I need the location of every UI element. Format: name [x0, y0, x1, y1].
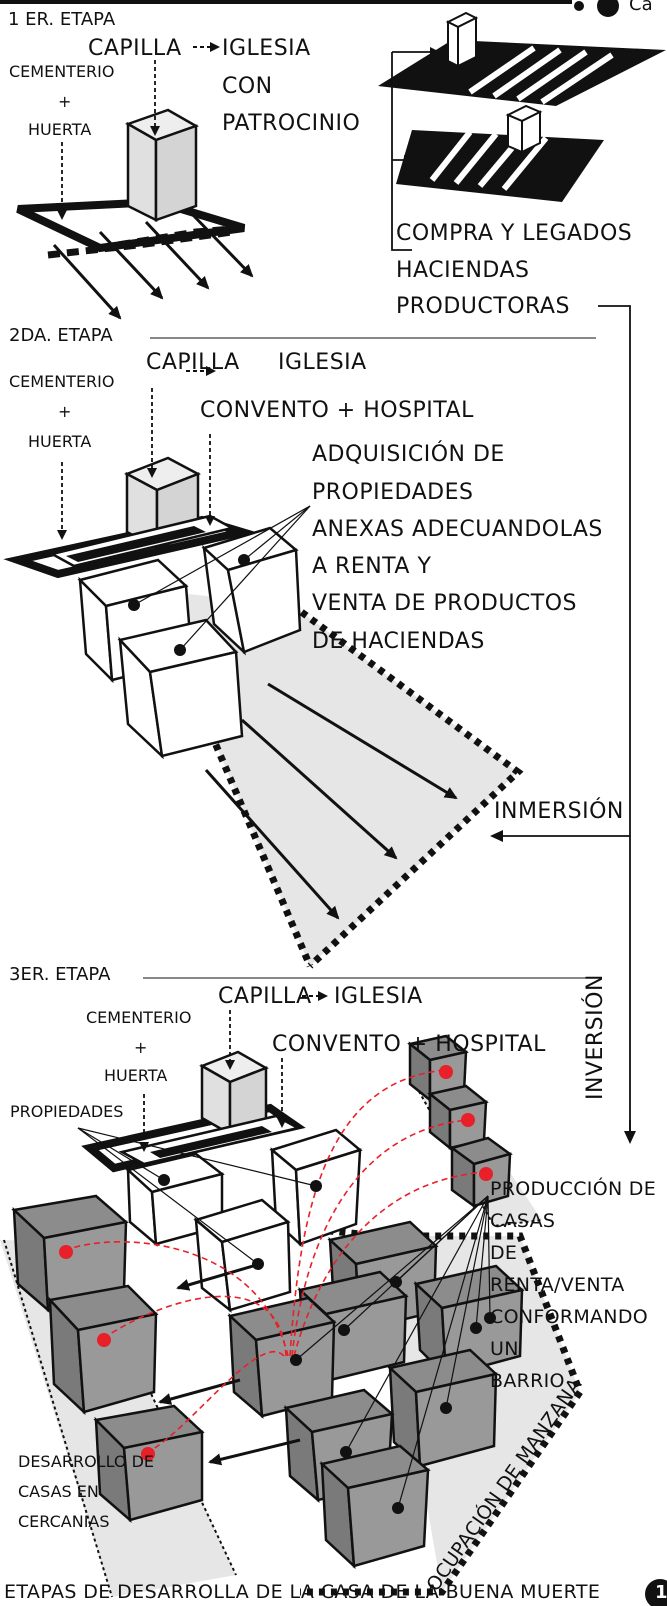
red-node [439, 1065, 453, 1079]
desarrollo-label: DESARROLLO DE [18, 1452, 155, 1471]
stage3-gray-house [227, 1296, 337, 1419]
stage3-dotted-boundary [219, 1216, 584, 1596]
adquisicion-label: ANEXAS ADECUANDOLAS [312, 517, 603, 542]
red-node [479, 1167, 493, 1181]
stage3-gray-house [449, 1136, 513, 1209]
stage2-building [117, 618, 244, 760]
stage3-title: 3ER. ETAPA [9, 964, 111, 985]
red-node [461, 1113, 475, 1127]
stage1-title: 1 ER. ETAPA [8, 9, 116, 30]
red-node [59, 1245, 73, 1259]
stage1-arrow [144, 220, 210, 290]
stage2-huerta-label: HUERTA [28, 432, 92, 451]
stage3-huerta-label: HUERTA [104, 1066, 168, 1085]
stage3-convento-block [118, 1114, 302, 1166]
stage2-capilla-label: CAPILLA [146, 350, 240, 375]
stage2-convento-block [48, 514, 236, 568]
stage1-iglesia-label: PATROCINIO [222, 111, 361, 136]
haciendas-label: PRODUCTORAS [396, 294, 570, 319]
bullet-icon [574, 1, 584, 11]
desarrollo-label: CASAS EN [18, 1482, 99, 1501]
stage1-arrow [98, 230, 164, 300]
adquisicion-label: DE HACIENDAS [312, 629, 485, 654]
adquisicion-label: VENTA DE PRODUCTOS [312, 591, 578, 616]
stage2-plus-label: + [58, 402, 72, 421]
produccion-label: PRODUCCIÓN DE [490, 1178, 657, 1200]
stage2-arrow [240, 718, 398, 860]
stage1-site-outline [16, 197, 246, 253]
hacienda-house-bottom [505, 104, 543, 154]
produccion-label: CONFORMANDO [490, 1306, 649, 1328]
bullet-icon [597, 0, 619, 17]
stage1-huerta-label: HUERTA [28, 120, 92, 139]
stage2-arrow [204, 769, 340, 920]
stage2-dotted-boundary [289, 602, 524, 969]
hacienda-field-bottom [396, 130, 604, 202]
stage1-plus-label: + [58, 92, 72, 111]
haciendas-label: COMPRA Y LEGADOS [396, 221, 633, 246]
page-number: 1 [655, 1582, 667, 1603]
produccion-label: CASAS [490, 1210, 556, 1232]
produccion-label: RENTA/VENTA [490, 1274, 625, 1296]
stage2-gray-plot [150, 590, 518, 966]
hacienda-field-top [378, 40, 666, 106]
stage1-capilla-label: CAPILLA [88, 36, 182, 61]
stage3-cementerio-label: CEMENTERIO [86, 1008, 192, 1027]
stage3-gray-house [427, 1084, 489, 1151]
haciendas-label: HACIENDAS [396, 258, 530, 283]
stage3-chapel-block [199, 1050, 269, 1137]
stage1-dashed-edge [99, 224, 245, 252]
adquisicion-label: ADQUISICIÓN DE [312, 442, 505, 467]
red-node [141, 1447, 155, 1461]
stage2-building [201, 526, 302, 656]
stage3-propiedades-label: PROPIEDADES [10, 1102, 124, 1121]
stage1-iglesia-label: CON [222, 74, 273, 99]
stage1-cementerio-label: CEMENTERIO [9, 62, 115, 81]
inversion-label: INVERSIÓN [583, 974, 608, 1100]
stage2-convento-label: CONVENTO + HOSPITAL [200, 398, 474, 423]
stage3-capilla-label: CAPILLA [218, 984, 312, 1009]
stage1-iglesia-label: IGLESIA [222, 36, 311, 61]
red-node [97, 1333, 111, 1347]
desarrollo-label: CERCANIAS [18, 1512, 110, 1531]
adquisicion-label: PROPIEDADES [312, 480, 474, 505]
stage3-gray-house [47, 1284, 159, 1416]
stage2-title: 2DA. ETAPA [9, 325, 113, 346]
produccion-label: UN [490, 1338, 519, 1360]
stage2-iglesia-label: IGLESIA [278, 350, 367, 375]
stage1-arrow [190, 212, 254, 278]
stage3-gray-house [319, 1444, 431, 1570]
stage3-red-flow [65, 1069, 487, 1453]
produccion-label: DE [490, 1242, 518, 1264]
produccion-label: BARRIO [490, 1370, 565, 1392]
adquisicion-label: A RENTA Y [312, 554, 432, 579]
stage3-white-building [193, 1198, 292, 1313]
footer-title: ETAPAS DE DESARROLLA DE LA CASA DE LA BU… [4, 1581, 601, 1603]
stage3-iglesia-label: IGLESIA [334, 984, 423, 1009]
stage3-plus-label: + [134, 1038, 148, 1057]
stage1-chapel-block [125, 108, 199, 223]
inmersion-label: INMERSIÓN [494, 799, 624, 824]
page-number-badge [645, 1579, 667, 1606]
stage3-convento-label: CONVENTO + HOSPITAL [272, 1032, 546, 1057]
stage2-cementerio-label: CEMENTERIO [9, 372, 115, 391]
hacienda-house-top [445, 11, 479, 68]
corner-text: Ca [629, 0, 653, 15]
stage1-arrow [52, 243, 122, 320]
stage2-arrow [267, 682, 458, 800]
